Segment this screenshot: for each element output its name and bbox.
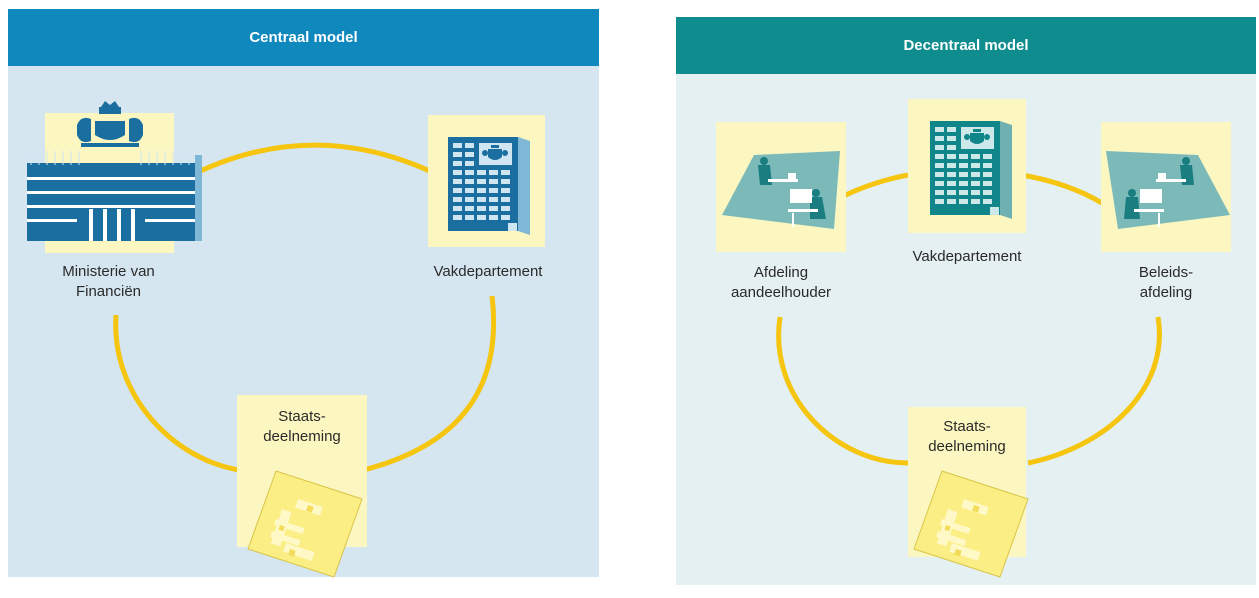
ministry-building-icon (27, 101, 202, 241)
policy-dept-label-line1: Beleids- (1138, 264, 1194, 281)
decentral-model-title: Decentraal model (676, 17, 1256, 74)
euro-document-icon (247, 470, 363, 578)
euro-document-icon (913, 470, 1029, 578)
shareholder-dept-label-line1: Afdeling (753, 264, 809, 281)
shareholder-dept-label-line2: aandeelhouder (730, 284, 832, 301)
participation-label-line1: Staats- (278, 408, 326, 425)
department-label: Vakdepartement (433, 263, 543, 280)
policy-dept-label-line2: afdeling (1139, 284, 1193, 301)
department-label: Vakdepartement (912, 248, 1022, 265)
decentral-ring (776, 172, 1162, 466)
decentral-model-panel: Decentraal model Afdeling a (676, 17, 1256, 585)
central-model-panel: Centraal model (8, 9, 599, 578)
ministry-label-line2: Financiën (75, 283, 142, 300)
office-workers-icon (722, 151, 840, 229)
office-tower-icon (930, 121, 1012, 219)
central-model-title: Centraal model (8, 9, 599, 66)
participation-label-line2: deelneming (928, 438, 1006, 455)
participation-label-line2: deelneming (263, 428, 341, 445)
ministry-label-line1: Ministerie van (62, 263, 155, 280)
office-workers-icon (1106, 151, 1230, 229)
participation-label-line1: Staats- (943, 418, 991, 435)
office-tower-icon (448, 137, 530, 235)
